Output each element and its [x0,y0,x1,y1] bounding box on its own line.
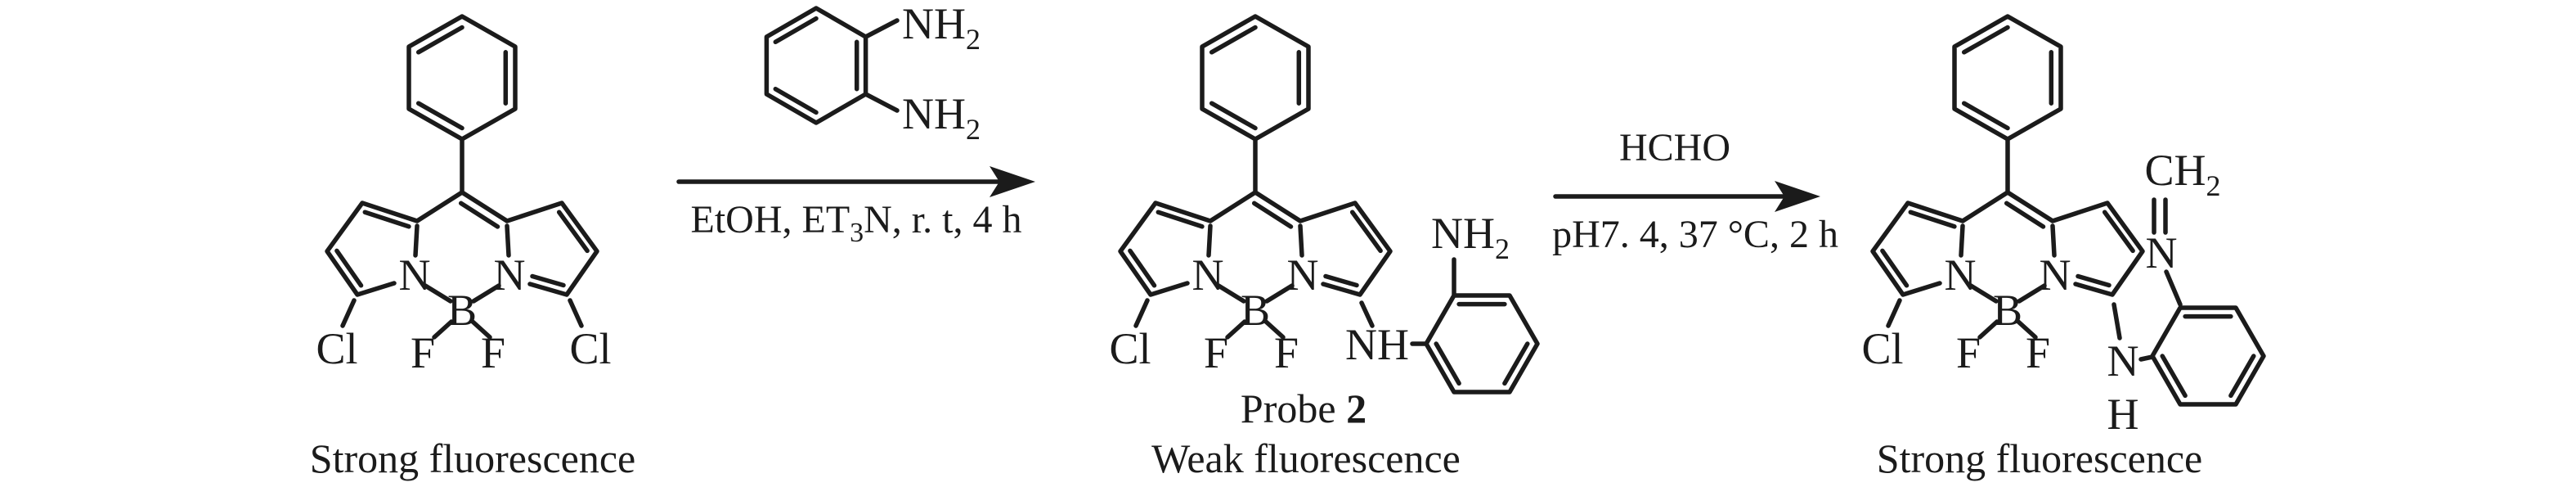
reactant-structure: N N B F F Cl Cl Strong fluorescence [310,14,635,481]
probe-name-label: Probe 2 [1241,386,1367,431]
reactant-caption: Strong fluorescence [310,435,635,481]
atom-label-amine-nh: NH [1345,320,1409,369]
atom-label-chlorine: Cl [1861,324,1903,373]
product-caption: Strong fluorescence [1877,435,2202,481]
atom-label-nitrogen: N [1287,250,1319,300]
atom-label-boron: B [447,286,477,335]
atom-label-fluorine: F [1274,328,1299,377]
atom-label-amine-nh2: NH2 [1431,209,1510,265]
atom-label-nitrogen: N [1192,250,1224,300]
step2-arrow-head [1775,181,1820,212]
atom-label-boron: B [1241,286,1270,335]
atom-label-nitrogen: N [1945,250,1977,300]
atom-label-amine-hydrogen: H [2107,390,2139,439]
atom-label-nitrogen: N [2040,250,2071,300]
atom-label-amine-nitrogen: N [2107,336,2139,386]
atom-label-boron: B [1993,286,2022,335]
atom-label-imine-nitrogen: N [2146,228,2178,277]
step1-conditions-label: EtOH, ET3N, r. t, 4 h [691,198,1022,248]
reagent-structure: NH2 NH2 [764,0,981,146]
atom-label-amine-nh2: NH2 [902,89,981,146]
step1-arrow-head [990,166,1035,197]
atom-label-amine-nh2: NH2 [902,0,981,56]
probe-bond-skeleton [1118,14,1540,395]
step1-arrow-group: EtOH, ET3N, r. t, 4 h [676,166,1035,248]
atom-label-methylene-ch2: CH2 [2144,146,2220,202]
atom-label-fluorine: F [411,328,435,377]
atom-label-nitrogen: N [399,250,431,300]
formaldehyde-label: HCHO [1619,126,1730,169]
product-bond-skeleton [1870,14,2266,407]
atom-label-chlorine: Cl [1109,324,1151,373]
reactant-bond-skeleton [325,14,599,340]
step2-conditions-label: pH7. 4, 37 °C, 2 h [1552,213,1838,256]
probe-caption: Weak fluorescence [1151,435,1461,481]
atom-label-fluorine: F [1956,328,1981,377]
atom-label-fluorine: F [2026,328,2050,377]
probe-structure: N N B F F Cl NH NH2 Probe 2 Weak fluores… [1109,14,1540,481]
step2-arrow-group: HCHO pH7. 4, 37 °C, 2 h [1552,126,1838,256]
atom-label-fluorine: F [481,328,505,377]
atom-label-chlorine: Cl [569,324,611,373]
atom-label-nitrogen: N [494,250,526,300]
product-structure: N N B F F Cl N H N CH2 Strong fluorescen… [1861,14,2266,481]
atom-label-chlorine: Cl [316,324,357,373]
reagent-bond-skeleton [764,6,900,125]
atom-label-fluorine: F [1204,328,1228,377]
